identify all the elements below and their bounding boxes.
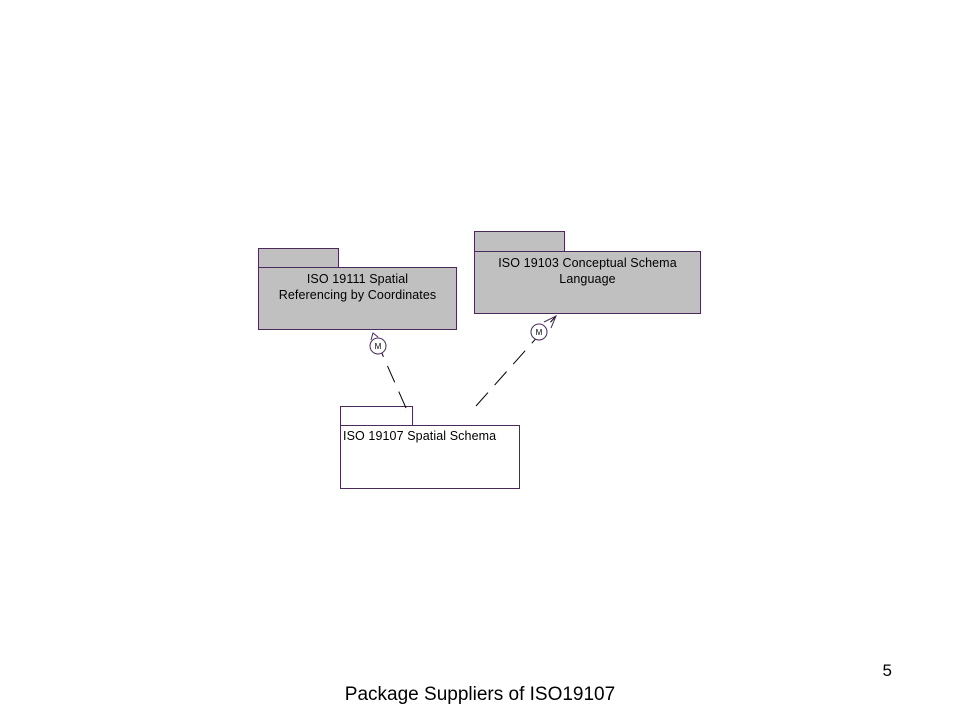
- stereotype-label-iso-19103: M: [536, 328, 543, 337]
- package-iso-19111[interactable]: ISO 19111 Spatial Referencing by Coordin…: [258, 267, 457, 330]
- package-iso-19103[interactable]: ISO 19103 Conceptual Schema Language: [474, 251, 701, 314]
- package-name-iso-19103: ISO 19103 Conceptual Schema Language: [498, 256, 677, 286]
- package-name-iso-19111: ISO 19111 Spatial Referencing by Coordin…: [278, 272, 437, 302]
- package-name-iso-19107: ISO 19107 Spatial Schema: [343, 429, 497, 443]
- arrow-head-iso-19103: [543, 314, 557, 329]
- slide-caption: Package Suppliers of ISO19107: [344, 684, 616, 705]
- page-number: 5: [882, 661, 892, 680]
- dependency-to-iso-19111: M: [369, 332, 407, 409]
- dependency-to-iso-19103: M: [475, 314, 557, 407]
- stereotype-marker-iso-19103: [530, 323, 548, 341]
- stereotype-label-iso-19111: M: [375, 342, 382, 351]
- arrow-head-iso-19111: [370, 332, 379, 341]
- stereotype-marker-iso-19111: [369, 337, 387, 355]
- package-iso-19107[interactable]: ISO 19107 Spatial Schema: [340, 425, 520, 489]
